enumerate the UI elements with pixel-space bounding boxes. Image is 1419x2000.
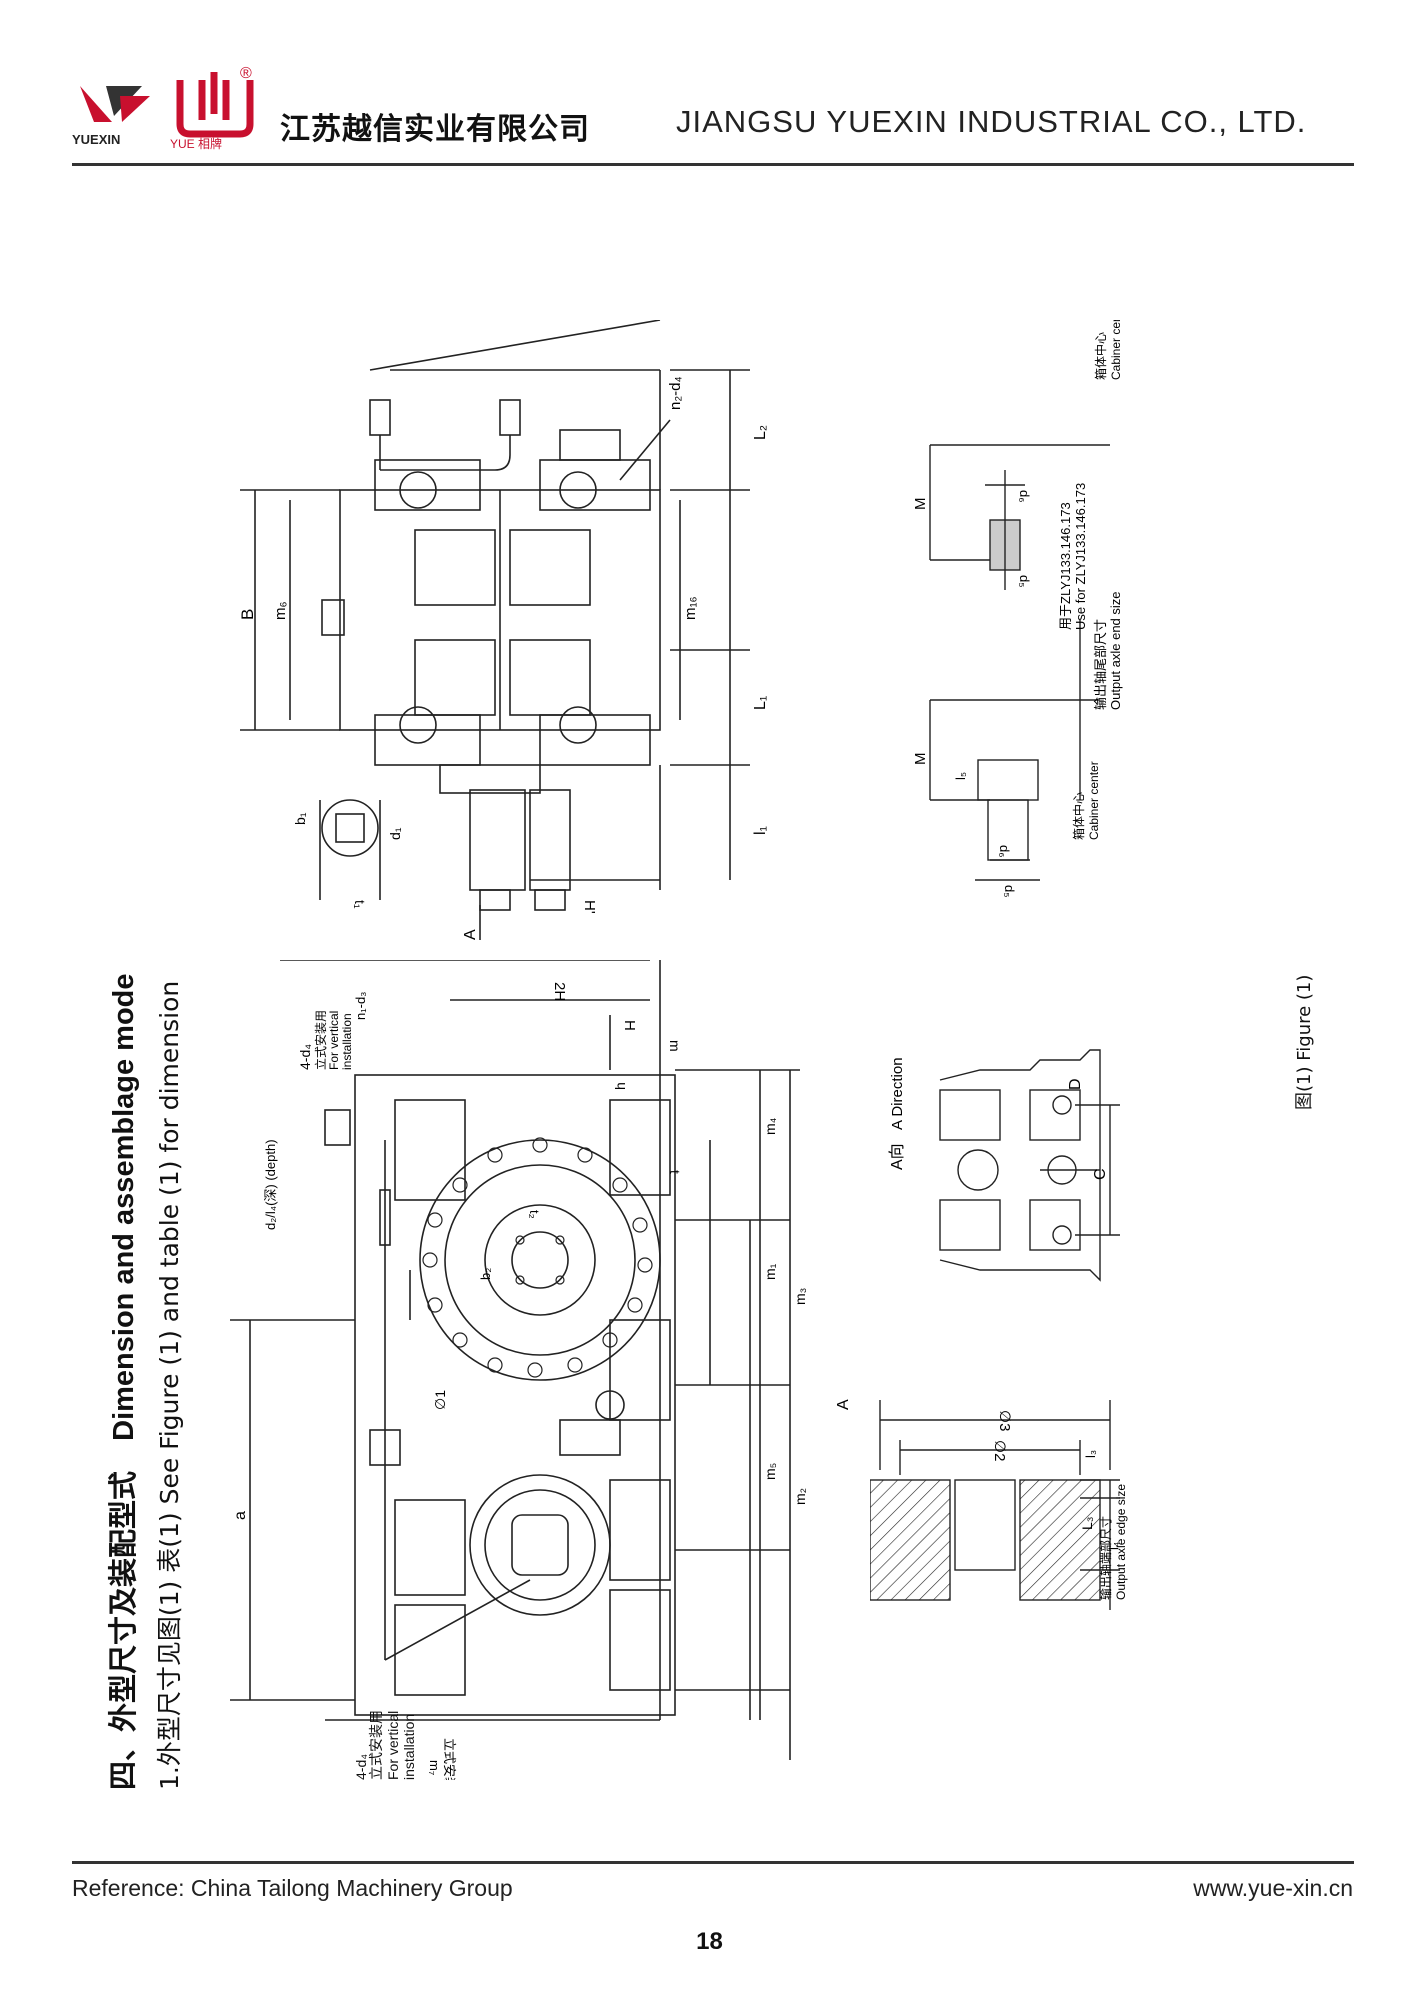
label-m6: m₆ [272, 601, 289, 620]
label-phi2: ∅2 [991, 1440, 1008, 1461]
vertical-en-bottom-2: installation [401, 1713, 417, 1780]
yuexin-logo: YUEXIN [72, 86, 150, 147]
label-A-arrow: A [462, 929, 479, 940]
company-name-en: JIANGSU YUEXIN INDUSTRIAL CO., LTD. [676, 104, 1307, 139]
label-phi1: ∅1 [432, 1390, 448, 1410]
label-2H: 2H [551, 982, 568, 1001]
label-H: H [621, 1020, 638, 1031]
label-l3: l₃ [1083, 1450, 1098, 1458]
label-n2d4: n₂-d₄ [667, 376, 684, 410]
use-cn: 用于ZLYJ133.146.173 [1058, 502, 1073, 630]
label-t2: t₂ [527, 1210, 542, 1219]
axle-end-detail: 箱体中心 Cabiner center M d₆ d₅ 用于ZLYJ133.14… [912, 320, 1123, 897]
a-direction-view: A向 A Direction C D [888, 1049, 1120, 1282]
axle-end-title-cn: 输出轴尾部尺寸 [1093, 619, 1108, 710]
cabinet-center-cn-bottom: 箱体中心 [1071, 792, 1086, 840]
label-L1: L₁ [752, 696, 769, 710]
a-direction-en: A Direction [889, 1057, 906, 1130]
cabinet-center-cn-top: 箱体中心 [1093, 332, 1108, 380]
registered-mark: ® [240, 65, 252, 82]
a-direction-cn: A向 [888, 1143, 906, 1170]
vertical-cn-bottom: 立式安装用 [369, 1710, 385, 1780]
label-C: C [1092, 1168, 1109, 1180]
vertical-cn-top: 立式安装用 [313, 1010, 328, 1070]
label-t: t [667, 1170, 683, 1174]
top-view-drawing: n₂-d₄ L₂ L₁ l₁ B m₆ m₁₆ b₁ d₁ t₁ A H' [240, 320, 769, 940]
label-m4: m₄ [762, 1117, 778, 1135]
vertical-en-bottom-1: For vertical [385, 1710, 401, 1780]
use-en: Use for ZLYJ133.146.173 [1073, 483, 1088, 630]
label-M-top: M [912, 498, 929, 511]
footer-reference: Reference: China Tailong Machinery Group [72, 1875, 513, 1901]
label-m3: m₃ [792, 1288, 808, 1305]
edge-title-en: Output axle edge size [1114, 1484, 1128, 1600]
label-l5: l₅ [953, 772, 968, 780]
cabinet-center-en-bottom: Cabiner center [1087, 761, 1101, 840]
label-m16: m₁₆ [682, 596, 699, 620]
label-d6-top: d₆ [1017, 490, 1032, 502]
label-4d4-bottom: 4-d₄ [353, 1754, 369, 1780]
label-m5: m₅ [762, 1463, 778, 1480]
label-t1: t₁ [352, 900, 368, 909]
label-phi3: ∅3 [996, 1410, 1013, 1431]
label-l4: l₄ [1106, 1542, 1121, 1550]
bottom-vertical-text: 立式安装用 For vertical installation [442, 1738, 457, 1780]
label-m7: m₇ [427, 1760, 442, 1776]
label-m2: m₂ [792, 1488, 808, 1505]
cabinet-center-en-top: Cabiner center [1109, 320, 1123, 380]
label-m1: m₁ [762, 1263, 778, 1280]
label-L3: L₃ [1079, 1517, 1095, 1531]
section-title-cn: 四、外型尺寸及装配型式 [106, 1470, 140, 1790]
vertical-en-top-1: For vertical [327, 1011, 341, 1070]
footer-rule [72, 1861, 1354, 1864]
header-rule [72, 163, 1354, 166]
label-d6-bottom: d₆ [997, 845, 1012, 857]
vertical-install-note-bottom: 4-d₄ 立式安装用 For vertical installation [353, 1710, 417, 1780]
edge-title-cn: 输出轴端部尺寸 [1098, 1516, 1113, 1600]
section-title-en: Dimension and assemblage mode [108, 973, 140, 1441]
company-name-cn: 江苏越信实业有限公司 [280, 112, 590, 147]
vertical-en-top-2: installation [340, 1013, 354, 1070]
label-d5-top: d₅ [1017, 575, 1032, 587]
label-h: h [612, 1082, 628, 1090]
label-4d4-top: 4-d₄ [297, 1044, 313, 1070]
label-A-front: A [835, 1399, 852, 1410]
label-d2l4: d₂/l₄(深) (depth) [263, 1139, 278, 1230]
label-d5-bottom: d₅ [1002, 885, 1017, 897]
section-title: 四、外型尺寸及装配型式 Dimension and assemblage mod… [100, 974, 142, 1791]
yue-brand-logo: ® YUE 相牌 [170, 65, 254, 150]
logo-right-text: YUE 相牌 [170, 137, 222, 150]
label-d1: d₁ [387, 827, 403, 840]
label-B: B [240, 609, 257, 620]
label-H-prime: H' [581, 900, 598, 914]
label-a: a [232, 1511, 249, 1520]
label-n1d3: n₁-d₃ [353, 992, 368, 1020]
label-M-bottom: M [912, 753, 929, 766]
page-number: 18 [696, 1928, 723, 1955]
logo-left-text: YUEXIN [72, 132, 120, 147]
label-b1: b₁ [292, 812, 308, 825]
label-m: m [667, 1040, 683, 1052]
section-subtitle: 1.外型尺寸见图(1) 表(1) See Figure (1) and tabl… [155, 980, 184, 1790]
label-L2: L₂ [752, 425, 769, 440]
footer-website[interactable]: www.yue-xin.cn [1193, 1875, 1353, 1901]
axle-end-title-en: Output axle end size [1108, 591, 1123, 710]
front-view-drawing: 4-d₄ 立式安装用 For vertical installation n₁-… [230, 960, 852, 1780]
axle-edge-section: ∅3 ∅2 l₃ L₃ l₄ 输出轴端部尺寸 Output axle edge … [870, 1400, 1128, 1610]
figure-caption: 图(1) Figure (1) [1294, 974, 1315, 1110]
label-b2: b₂ [478, 1268, 493, 1280]
label-l1: l₁ [752, 826, 769, 835]
label-D: D [1067, 1078, 1084, 1090]
